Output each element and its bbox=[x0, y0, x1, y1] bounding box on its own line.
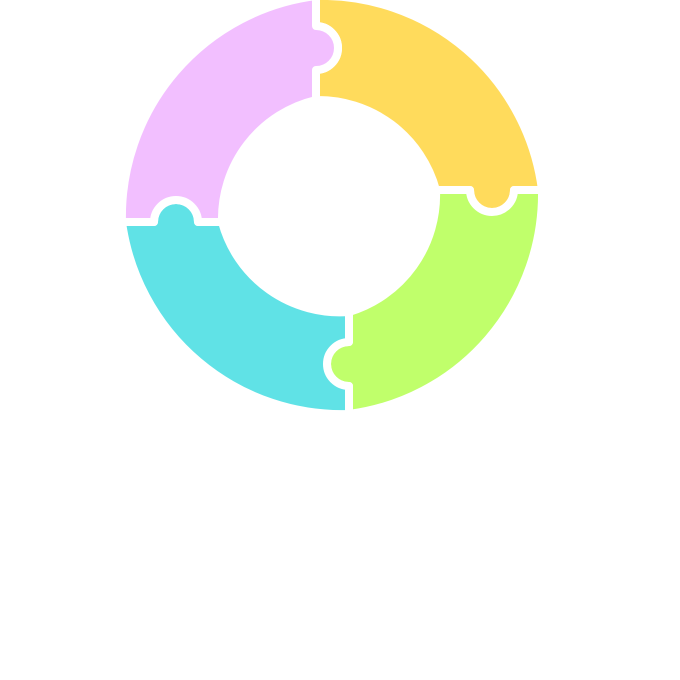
puzzle-piece-cyan bbox=[118, 196, 353, 419]
puzzle-piece-pink bbox=[117, 0, 342, 226]
puzzle-piece-yellow bbox=[312, 0, 546, 216]
puzzle-ring bbox=[117, 0, 547, 419]
puzzle-piece-green bbox=[323, 186, 547, 418]
